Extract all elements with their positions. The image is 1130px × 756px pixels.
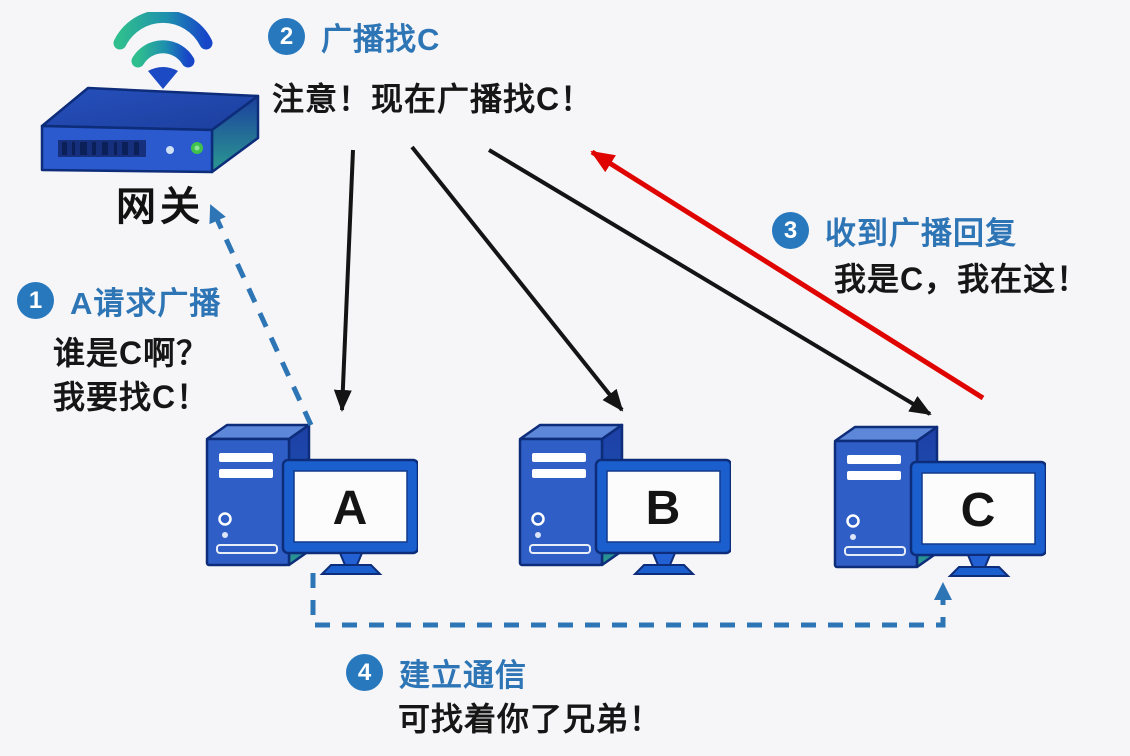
- power-button-icon: [218, 512, 232, 526]
- monitor-base: [319, 564, 383, 575]
- step-3-note: 我是C，我在这！: [834, 261, 1090, 297]
- monitor-screen: [293, 470, 408, 543]
- step-4-badge: 4: [346, 654, 383, 691]
- step-4-title: 建立通信: [399, 658, 527, 693]
- step-2-label: 2 广播找C: [268, 14, 440, 59]
- computer-b: B: [518, 423, 731, 575]
- arrow-reply-from-c: [590, 149, 985, 401]
- computer-c: C: [833, 425, 1046, 577]
- step-2-note: 注意！现在广播找C！: [272, 81, 594, 117]
- computer-a: A: [205, 423, 418, 575]
- step-3-badge: 3: [772, 212, 809, 249]
- power-button-icon: [531, 512, 545, 526]
- step-3-title: 收到广播回复: [825, 216, 1017, 251]
- power-button-icon: [846, 514, 860, 528]
- step-1-label: 1 A请求广播: [17, 278, 221, 323]
- step-4-note: 可找着你了兄弟！: [398, 701, 663, 737]
- step-2-title: 广播找C: [321, 22, 441, 57]
- step-1-note-line1: 谁是C啊？: [53, 335, 210, 371]
- router-device-icon: [40, 86, 260, 174]
- step-2-badge: 2: [268, 18, 305, 55]
- arrow-broadcast-to-c: [487, 148, 932, 416]
- step-4-label: 4 建立通信: [346, 650, 527, 695]
- arrow-broadcast-to-a: [333, 149, 355, 412]
- computer-c-letter: C: [961, 484, 996, 537]
- step-1-title: A请求广播: [70, 286, 222, 321]
- step-1-note-line2: 我要找C！: [53, 379, 210, 415]
- gateway-label: 网关: [116, 185, 204, 229]
- arrow-establish-communication: [310, 573, 952, 628]
- arrow-broadcast-to-b: [410, 145, 624, 412]
- wifi-icon: [113, 12, 213, 89]
- step-1-badge: 1: [17, 282, 54, 319]
- computer-a-letter: A: [333, 482, 368, 535]
- step-3-label: 3 收到广播回复: [772, 208, 1017, 253]
- drive-slot: [216, 544, 278, 554]
- arrow-request-broadcast: [208, 204, 314, 427]
- router-status-dot: [166, 146, 174, 154]
- computer-b-letter: B: [646, 482, 681, 535]
